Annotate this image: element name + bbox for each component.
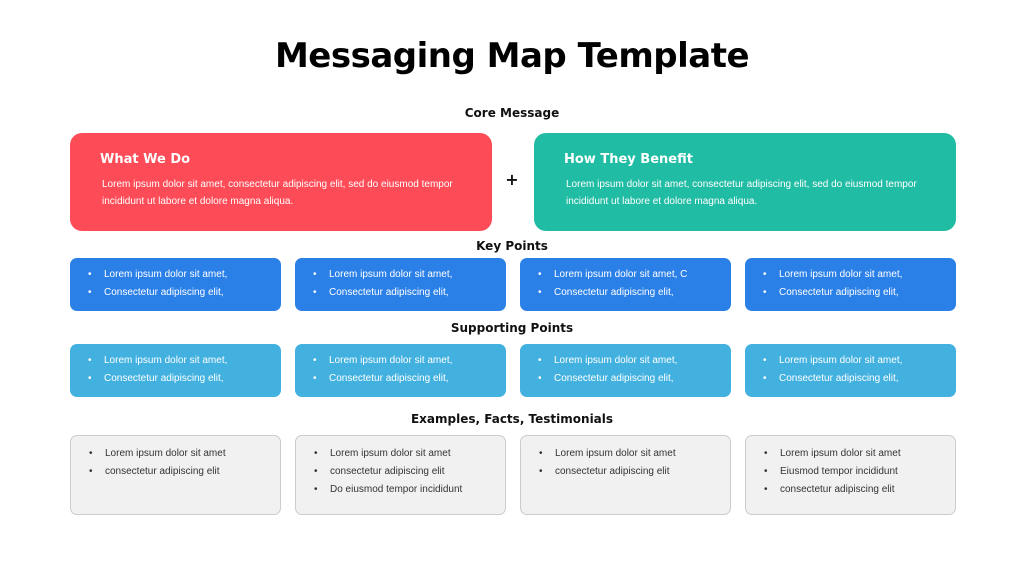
bullet-list: Lorem ipsum dolor sit ametEiusmod tempor… [764,445,943,499]
bullet-item: Consectetur adipiscing elit, [763,284,944,302]
key-point-card: Lorem ipsum dolor sit amet,Consectetur a… [295,258,506,311]
supporting-point-card: Lorem ipsum dolor sit amet,Consectetur a… [295,344,506,397]
bullet-item: Lorem ipsum dolor sit amet, [88,266,269,284]
bullet-list: Lorem ipsum dolor sit amet, CConsectetur… [538,266,719,302]
bullet-item: Lorem ipsum dolor sit amet [314,445,493,463]
supporting-point-card: Lorem ipsum dolor sit amet,Consectetur a… [70,344,281,397]
bullet-item: Lorem ipsum dolor sit amet, [88,352,269,370]
example-card: Lorem ipsum dolor sit ametEiusmod tempor… [745,435,956,515]
examples-label: Examples, Facts, Testimonials [410,412,614,426]
bullet-item: Eiusmod tempor incididunt [764,463,943,481]
supporting-point-card: Lorem ipsum dolor sit amet,Consectetur a… [520,344,731,397]
bullet-item: Consectetur adipiscing elit, [88,370,269,388]
bullet-list: Lorem ipsum dolor sit ametconsectetur ad… [539,445,718,481]
bullet-list: Lorem ipsum dolor sit amet,Consectetur a… [538,352,719,388]
bullet-item: Lorem ipsum dolor sit amet, [538,352,719,370]
how-they-benefit-heading: How They Benefit [564,152,693,167]
key-point-card: Lorem ipsum dolor sit amet,Consectetur a… [745,258,956,311]
bullet-list: Lorem ipsum dolor sit amet,Consectetur a… [313,352,494,388]
key-points-label: Key Points [476,239,548,253]
supporting-points-row: Lorem ipsum dolor sit amet,Consectetur a… [70,344,956,397]
key-points-row: Lorem ipsum dolor sit amet,Consectetur a… [70,258,956,311]
core-message-label: Core Message [464,106,560,120]
key-point-card: Lorem ipsum dolor sit amet, CConsectetur… [520,258,731,311]
bullet-item: consectetur adipiscing elit [764,481,943,499]
bullet-item: Consectetur adipiscing elit, [538,284,719,302]
bullet-item: Lorem ipsum dolor sit amet, [763,352,944,370]
examples-row: Lorem ipsum dolor sit ametconsectetur ad… [70,435,956,515]
how-they-benefit-box: How They Benefit Lorem ipsum dolor sit a… [534,133,956,231]
example-card: Lorem ipsum dolor sit ametconsectetur ad… [520,435,731,515]
plus-icon: + [505,170,519,189]
example-card: Lorem ipsum dolor sit ametconsectetur ad… [295,435,506,515]
bullet-list: Lorem ipsum dolor sit amet,Consectetur a… [763,266,944,302]
bullet-list: Lorem ipsum dolor sit amet,Consectetur a… [88,266,269,302]
key-point-card: Lorem ipsum dolor sit amet,Consectetur a… [70,258,281,311]
what-we-do-heading: What We Do [100,152,191,167]
bullet-item: Lorem ipsum dolor sit amet, C [538,266,719,284]
bullet-item: Lorem ipsum dolor sit amet [764,445,943,463]
bullet-item: Consectetur adipiscing elit, [313,370,494,388]
example-card: Lorem ipsum dolor sit ametconsectetur ad… [70,435,281,515]
bullet-item: Lorem ipsum dolor sit amet, [313,266,494,284]
bullet-item: consectetur adipiscing elit [314,463,493,481]
what-we-do-box: What We Do Lorem ipsum dolor sit amet, c… [70,133,492,231]
supporting-points-label: Supporting Points [450,321,574,335]
how-they-benefit-text: Lorem ipsum dolor sit amet, consectetur … [566,179,917,207]
what-we-do-text: Lorem ipsum dolor sit amet, consectetur … [102,179,453,207]
bullet-item: Do eiusmod tempor incididunt [314,481,493,499]
bullet-item: Consectetur adipiscing elit, [538,370,719,388]
bullet-item: Consectetur adipiscing elit, [313,284,494,302]
bullet-list: Lorem ipsum dolor sit ametconsectetur ad… [89,445,268,481]
supporting-point-card: Lorem ipsum dolor sit amet,Consectetur a… [745,344,956,397]
page-title: Messaging Map Template [274,36,750,76]
bullet-item: Consectetur adipiscing elit, [763,370,944,388]
bullet-item: consectetur adipiscing elit [89,463,268,481]
bullet-list: Lorem ipsum dolor sit amet,Consectetur a… [313,266,494,302]
bullet-item: consectetur adipiscing elit [539,463,718,481]
bullet-item: Lorem ipsum dolor sit amet [89,445,268,463]
bullet-item: Consectetur adipiscing elit, [88,284,269,302]
bullet-list: Lorem ipsum dolor sit amet,Consectetur a… [763,352,944,388]
bullet-list: Lorem ipsum dolor sit amet,Consectetur a… [88,352,269,388]
bullet-item: Lorem ipsum dolor sit amet, [763,266,944,284]
bullet-list: Lorem ipsum dolor sit ametconsectetur ad… [314,445,493,499]
bullet-item: Lorem ipsum dolor sit amet, [313,352,494,370]
bullet-item: Lorem ipsum dolor sit amet [539,445,718,463]
